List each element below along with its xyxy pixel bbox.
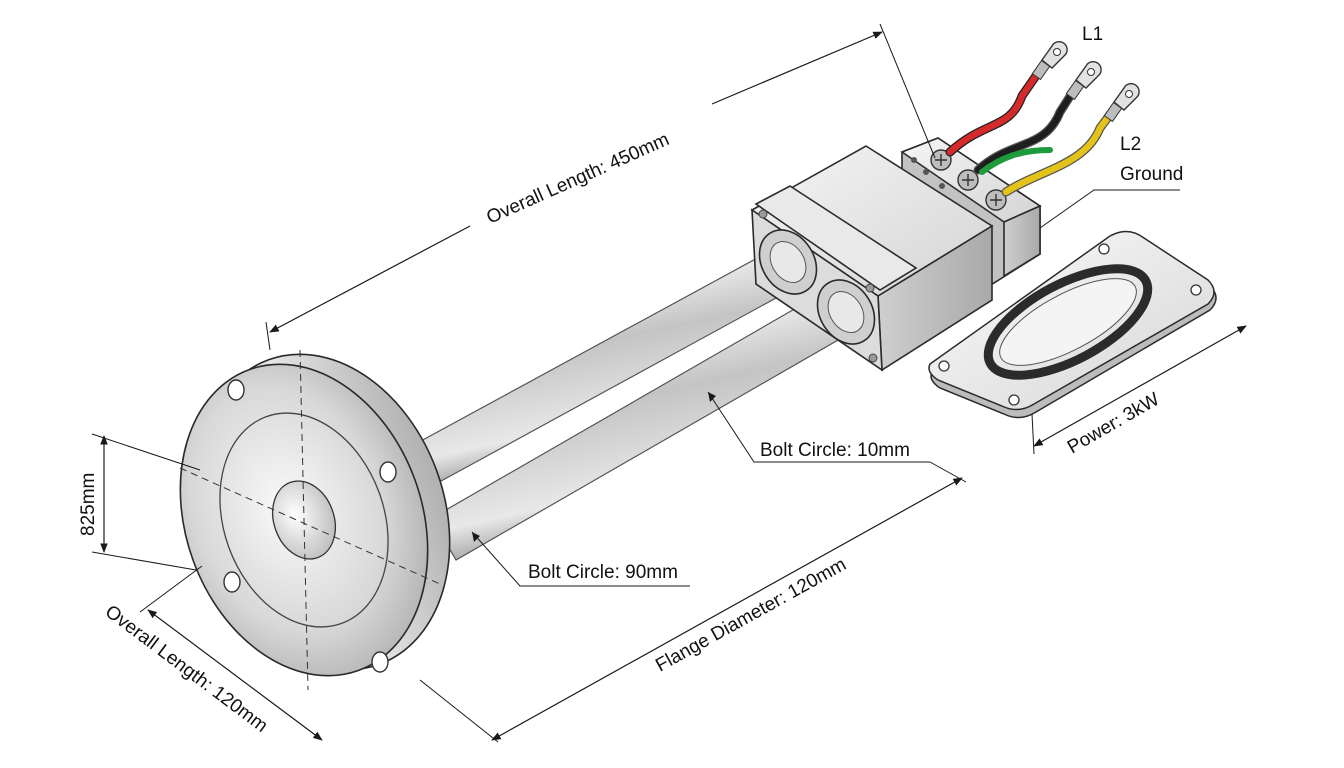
ring-terminal-icon — [1031, 40, 1068, 81]
label-overall-length-top: Overall Length: 450mm — [483, 129, 672, 229]
bolt-hole — [227, 379, 245, 401]
bolt-hole — [379, 461, 397, 483]
wires — [945, 40, 1140, 197]
label-height-dim: 825mm — [78, 473, 99, 536]
label-power: Power: 3kW — [1064, 389, 1163, 458]
bolt-hole — [371, 651, 389, 673]
label-wire-l1: L1 — [1082, 24, 1103, 45]
terminal-box — [750, 137, 1042, 372]
label-bolt-circle-small: Bolt Circle: 10mm — [760, 440, 910, 461]
label-bolt-circle-large: Bolt Circle: 90mm — [528, 562, 678, 583]
label-wire-l2: L2 — [1120, 134, 1141, 155]
wire-green — [979, 147, 1053, 175]
ring-terminal-icon — [1103, 82, 1140, 123]
dimension-lines — [91, 23, 1247, 743]
ring-terminal-icon — [1065, 60, 1102, 101]
label-flange-diameter: Flange Diameter: 120mm — [652, 554, 850, 676]
bolt-hole — [223, 571, 241, 593]
flange — [179, 349, 451, 691]
label-wire-ground: Ground — [1120, 164, 1183, 185]
